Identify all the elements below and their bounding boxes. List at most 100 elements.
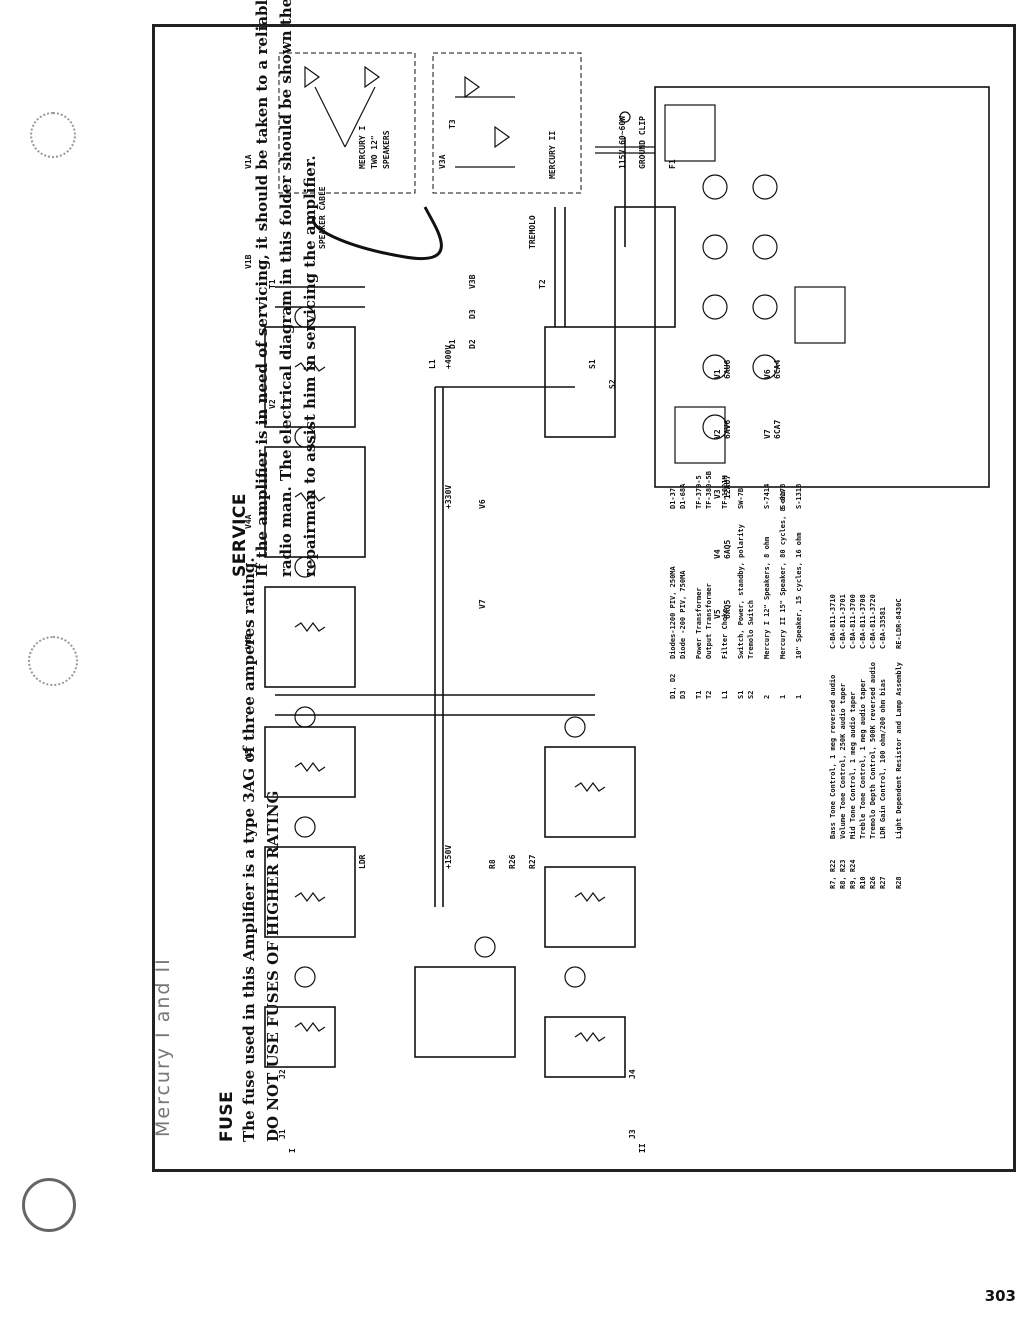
svg-text:C-BA-33581: C-BA-33581	[879, 607, 887, 649]
layout-v6-type: 6CA4	[773, 360, 782, 379]
svg-text:Bass Tone Control, 1 meg rever: Bass Tone Control, 1 meg reversed audio	[829, 675, 837, 839]
schematic-frame: V1A V1B V2 V3A V3B V4A V4B V5 V6 V7 T1 T…	[152, 0, 1016, 1172]
inset1-line2: TWO 12"	[370, 135, 379, 169]
resistor-r27-label: R27	[528, 854, 537, 869]
svg-text:L1: L1	[721, 691, 729, 699]
svg-text:S-7414: S-7414	[763, 484, 771, 509]
svg-text:2: 2	[763, 695, 771, 699]
svg-text:T2: T2	[705, 691, 713, 699]
transformer-label-t1: T1	[268, 279, 277, 289]
svg-text:RE-LDR-8430C: RE-LDR-8430C	[895, 598, 903, 649]
input-label-j2: J2	[278, 1069, 287, 1079]
svg-text:Diode -200 PIV, 750MA: Diode -200 PIV, 750MA	[679, 570, 687, 659]
layout-v7: V7	[763, 429, 772, 439]
tube-label-v7: V7	[478, 599, 487, 609]
svg-text:Switch, Power, standby, polari: Switch, Power, standby, polarity	[737, 523, 745, 659]
service-line-3: repairman to assist him in servicing the…	[301, 155, 319, 577]
layout-v4: V4	[713, 549, 722, 559]
transformer-label-t2: T2	[538, 279, 547, 289]
binder-hole-bottom	[22, 1178, 76, 1232]
svg-text:C-BA-811-3700: C-BA-811-3700	[849, 594, 857, 649]
transformer-label-t3: T3	[448, 119, 457, 129]
inset2-line1: MERCURY II	[548, 131, 557, 179]
svg-text:R26: R26	[869, 876, 877, 889]
svg-text:Mercury I 12" Speakers, 8 ohm: Mercury I 12" Speakers, 8 ohm	[763, 537, 771, 659]
svg-text:TF-379-5: TF-379-5	[695, 475, 703, 509]
layout-v7-type: 6CA7	[773, 420, 782, 439]
inset-mercury-2	[432, 52, 582, 194]
svg-text:D1-37: D1-37	[669, 488, 677, 509]
svg-text:R8, R23: R8, R23	[839, 859, 847, 889]
schematic-components	[294, 306, 606, 1042]
svg-text:Diodes-1200 PIV, 250MA: Diodes-1200 PIV, 250MA	[669, 565, 677, 659]
inset1-line1: MERCURY I	[358, 125, 367, 169]
resistor-r8-label: R8	[488, 859, 497, 869]
schematic-diagram: V1A V1B V2 V3A V3B V4A V4B V5 V6 V7 T1 T…	[244, 52, 990, 1153]
diode-d2-label: D2	[468, 339, 477, 349]
svg-text:LDR Gain Control, 100 ohm/200: LDR Gain Control, 100 ohm/200 ohm bias	[879, 679, 887, 839]
fuse-ref-label: F1	[668, 159, 677, 169]
fuse-line-1: The fuse used in this Amplifier is a typ…	[240, 557, 258, 1142]
tube-label-v2: V2	[268, 399, 277, 409]
fuse-line-2: DO NOT USE FUSES OF HIGHER RATING	[264, 790, 282, 1142]
schematic-wiring	[264, 137, 676, 1078]
tube-label-v6: V6	[478, 499, 487, 509]
svg-text:C-BA-811-3720: C-BA-811-3720	[869, 594, 877, 649]
layout-v1: V1	[713, 369, 722, 379]
svg-text:R27: R27	[879, 876, 887, 889]
fuse-heading: FUSE	[217, 1090, 237, 1142]
svg-text:10" Speaker, 15 cycles, 16 ohm: 10" Speaker, 15 cycles, 16 ohm	[795, 533, 803, 659]
layout-v5: V5	[713, 609, 722, 619]
resistor-r26-label: R26	[508, 854, 517, 869]
svg-text:1: 1	[795, 695, 803, 699]
service-heading: SERVICE	[230, 492, 250, 577]
svg-text:Mercury II 15" Speaker, 80 cy: Mercury II 15" Speaker, 80 cycles, 8 ohm	[779, 490, 787, 659]
svg-text:T1: T1	[695, 691, 703, 699]
svg-text:Volume Tone Control, 250K audi: Volume Tone Control, 250K audio taper	[839, 683, 847, 839]
svg-text:Tremolo Switch: Tremolo Switch	[747, 600, 755, 659]
tube-label-v1b: V1B	[244, 254, 253, 269]
tube-label-v4a: V4A	[244, 514, 253, 529]
switch-s2-label: S2	[608, 379, 617, 389]
svg-text:R7, R22: R7, R22	[829, 859, 837, 889]
fuse-section: FUSE The fuse used in this Amplifier is …	[217, 557, 285, 1142]
service-line-2: radio man. The electrical diagram in thi…	[277, 0, 295, 577]
speaker-cable-label: SPEAKER CABLE	[318, 186, 327, 249]
b-plus-400-label: +400V	[444, 345, 453, 369]
svg-text:S-1318: S-1318	[795, 484, 803, 509]
svg-text:C-BA-811-3701: C-BA-811-3701	[839, 594, 847, 649]
layout-v1-type: 6AU6	[723, 360, 732, 379]
layout-v5-type: 6AQ5	[723, 600, 732, 619]
input-label-j4: J4	[628, 1069, 637, 1079]
svg-text:S2: S2	[747, 691, 755, 699]
tremolo-label: TREMOLO	[528, 215, 537, 249]
page-number: 303	[984, 1287, 1016, 1305]
svg-text:D1-68A: D1-68A	[679, 483, 687, 509]
service-line-1: If the amplifier is in need of servicing…	[253, 0, 271, 577]
binder-hole-top	[30, 112, 76, 158]
input-label-j1: J1	[278, 1129, 287, 1139]
svg-text:Filter Choke: Filter Choke	[721, 608, 729, 659]
svg-text:TF-1021M: TF-1021M	[721, 475, 729, 509]
svg-text:C-BA-811-3710: C-BA-811-3710	[829, 594, 837, 649]
binder-hole-middle	[28, 636, 78, 686]
tube-label-v4b: V4B	[244, 634, 253, 649]
layout-v3-type: 12AU7	[723, 475, 732, 499]
svg-text:Power Transformer: Power Transformer	[695, 587, 703, 659]
svg-text:TF-380-5B: TF-380-5B	[705, 471, 713, 509]
input-label-j3: J3	[628, 1129, 637, 1139]
tube-label-v5: V5	[244, 749, 253, 759]
layout-v2: V2	[713, 429, 722, 439]
tube-layout-panel	[654, 86, 990, 488]
svg-text:S-0178: S-0178	[779, 484, 787, 509]
b-plus-150-label: +150V	[444, 845, 453, 869]
svg-text:Mid Tone Control, 1 meg audio: Mid Tone Control, 1 meg audio taper	[849, 691, 857, 839]
mains-label: 115V 60~60W	[618, 116, 627, 169]
svg-text:Tremolo Depth Control, 500K re: Tremolo Depth Control, 500K reversed aud…	[869, 662, 877, 839]
diode-d3-label: D3	[468, 309, 477, 319]
inset-mercury-1	[278, 52, 416, 194]
svg-text:S1: S1	[737, 691, 745, 699]
layout-v4-type: 6AQ5	[723, 540, 732, 559]
model-title: Mercury I and II	[152, 957, 174, 1137]
